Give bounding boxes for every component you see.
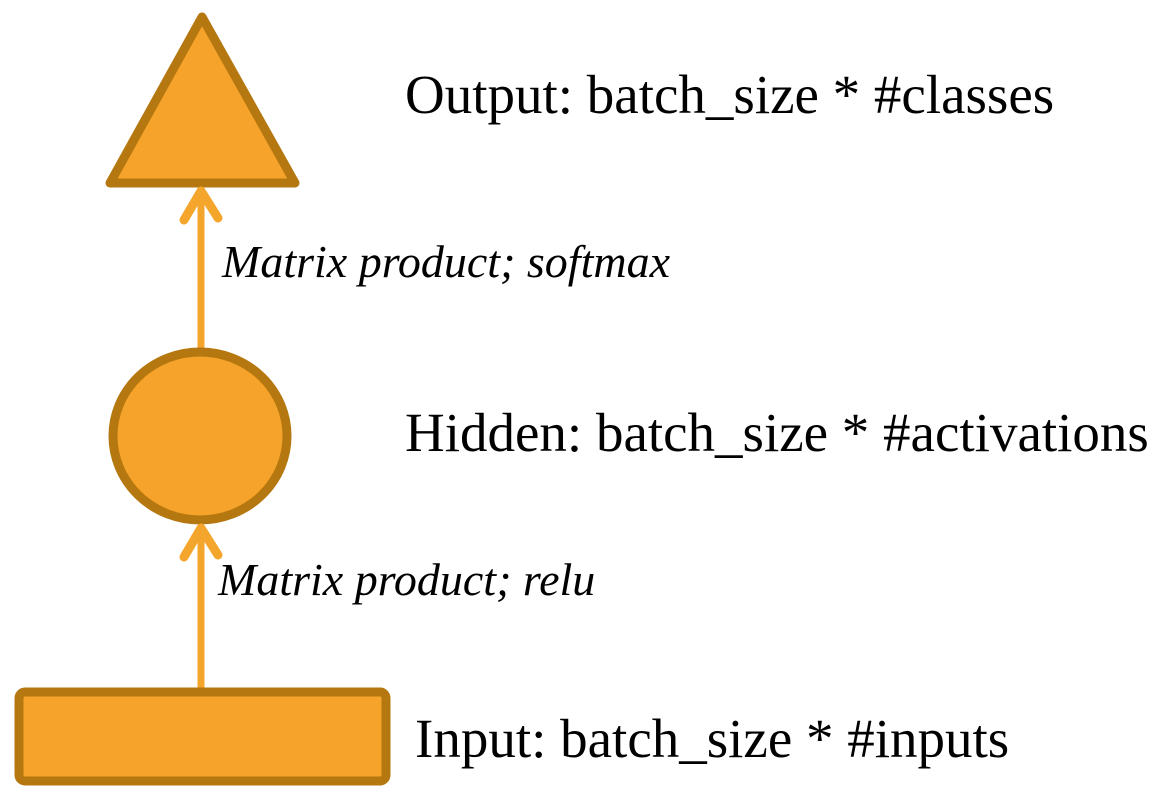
- input-rectangle-shape: [14, 687, 391, 786]
- arrow-input-to-hidden-head: [179, 523, 223, 562]
- hidden-node-label: Hidden: batch_size * #activations: [405, 402, 1149, 463]
- output-node-label: Output: batch_size * #classes: [405, 64, 1055, 125]
- edge-label-matrix-product-softmax: Matrix product; softmax: [222, 236, 671, 287]
- hidden-circle-shape: [108, 347, 292, 525]
- output-triangle-shape: [105, 12, 300, 188]
- edge-label-matrix-product-relu: Matrix product; relu: [218, 554, 596, 605]
- arrow-hidden-to-output-head: [179, 186, 223, 225]
- input-node-label: Input: batch_size * #inputs: [415, 708, 1010, 769]
